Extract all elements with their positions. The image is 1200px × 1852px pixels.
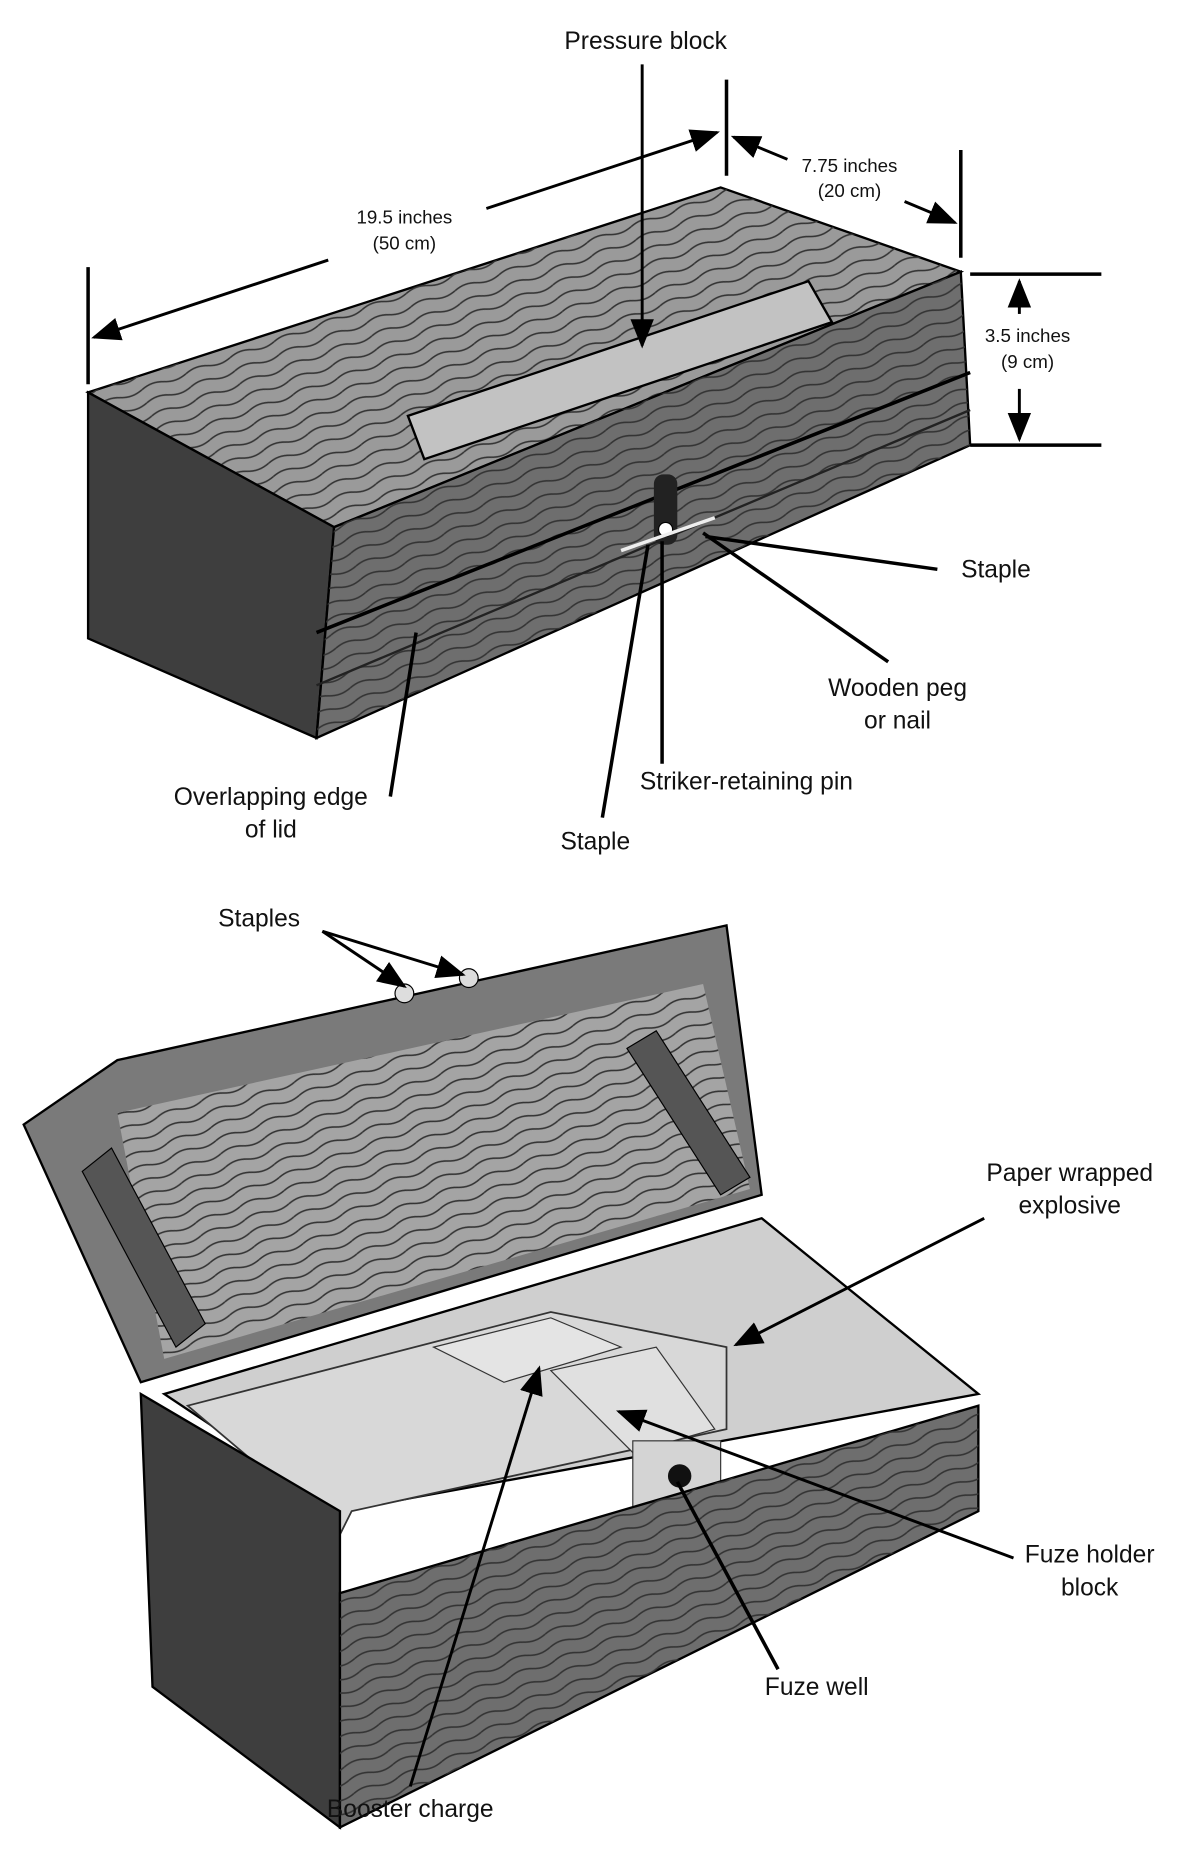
label-length-cm: (50 cm)	[373, 233, 437, 254]
label-booster-charge: Booster charge	[327, 1796, 494, 1823]
pressure-block	[406, 279, 834, 461]
label-staple-bottom: Staple	[560, 828, 630, 855]
fuze-well	[667, 1464, 692, 1488]
label-overlapping-edge: Overlapping edge	[174, 784, 368, 811]
dimension-lines	[86, 79, 1102, 447]
label-or-nail: or nail	[864, 708, 931, 735]
closed-box-illustration	[85, 186, 972, 740]
label-pressure-block: Pressure block	[564, 28, 727, 55]
label-explosive: explosive	[1019, 1193, 1121, 1220]
label-of-lid: of lid	[245, 817, 297, 844]
label-striker-pin: Striker-retaining pin	[640, 769, 853, 796]
lid-cleat-right	[626, 1030, 751, 1196]
label-fuze-holder: Fuze holder	[1025, 1542, 1155, 1569]
label-height-cm: (9 cm)	[1001, 351, 1054, 372]
label-height-inches: 3.5 inches	[985, 325, 1070, 346]
top-leader-lines	[388, 64, 938, 818]
label-width-inches: 7.75 inches	[802, 155, 898, 176]
label-width-cm: (20 cm)	[818, 180, 882, 201]
label-length-inches: 19.5 inches	[356, 207, 452, 228]
label-paper-wrapped: Paper wrapped	[986, 1160, 1153, 1187]
label-staple-right: Staple	[961, 557, 1031, 584]
fuze-holder-block	[549, 1346, 716, 1454]
lid-cleat-left	[81, 1147, 206, 1349]
label-block: block	[1061, 1574, 1119, 1601]
open-box-illustration	[22, 923, 982, 1830]
bottom-leader-lines	[321, 929, 1015, 1787]
booster-charge	[431, 1317, 623, 1383]
label-fuze-well: Fuze well	[765, 1674, 869, 1701]
label-wooden-peg: Wooden peg	[828, 675, 967, 702]
label-staples: Staples	[218, 906, 300, 933]
